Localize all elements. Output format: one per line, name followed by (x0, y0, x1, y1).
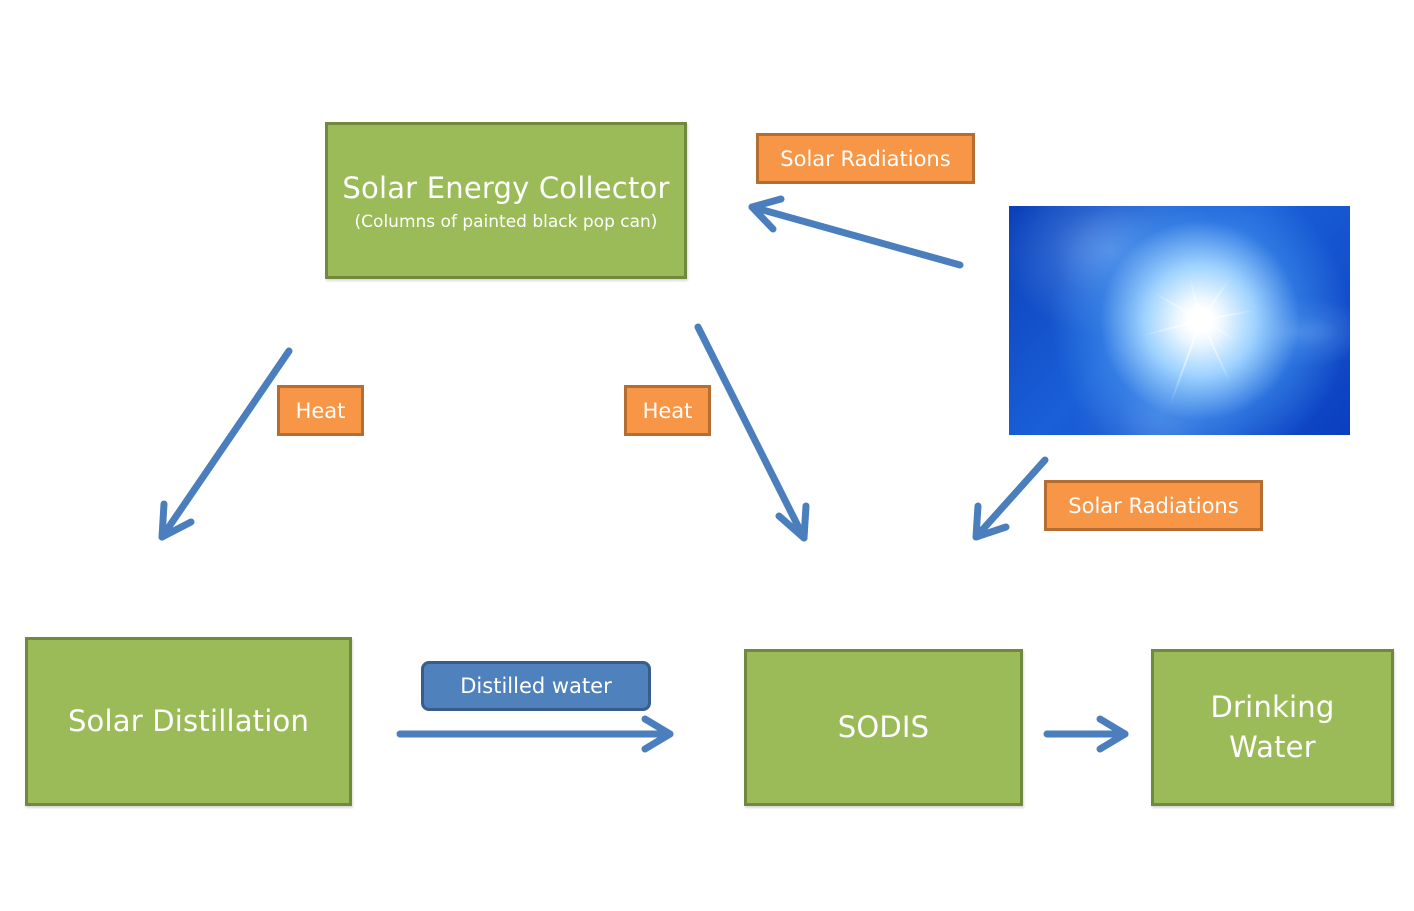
arrow-distillation-to-sodis (396, 715, 674, 753)
arrow-sun-to-sodis (972, 456, 1049, 541)
label-distilled-water: Distilled water (421, 661, 651, 711)
label-heat-right: Heat (624, 385, 711, 436)
arrow-sun-to-collector (748, 195, 964, 269)
node-title: Solar Energy Collector (342, 170, 670, 205)
arrow-sodis-to-drinking (1043, 715, 1129, 753)
node-solar-energy-collector: Solar Energy Collector (Columns of paint… (325, 122, 687, 279)
node-sodis: SODIS (744, 649, 1023, 806)
node-drinking-water: Drinking Water (1151, 649, 1394, 806)
node-title-line2: Water (1229, 729, 1316, 764)
label-solar-radiations-top: Solar Radiations (756, 133, 975, 184)
node-title-line1: Drinking (1210, 690, 1335, 725)
sun-sky-image (1009, 206, 1350, 435)
node-title: SODIS (837, 709, 930, 744)
node-solar-distillation: Solar Distillation (25, 637, 352, 806)
label-solar-radiations-bottom: Solar Radiations (1044, 480, 1263, 531)
node-subtitle: (Columns of painted black pop can) (354, 212, 658, 233)
arrow-collector-to-distillation (158, 347, 293, 541)
arrow-collector-to-sodis (694, 323, 810, 542)
label-heat-left: Heat (277, 385, 364, 436)
node-title: Solar Distillation (67, 703, 310, 738)
